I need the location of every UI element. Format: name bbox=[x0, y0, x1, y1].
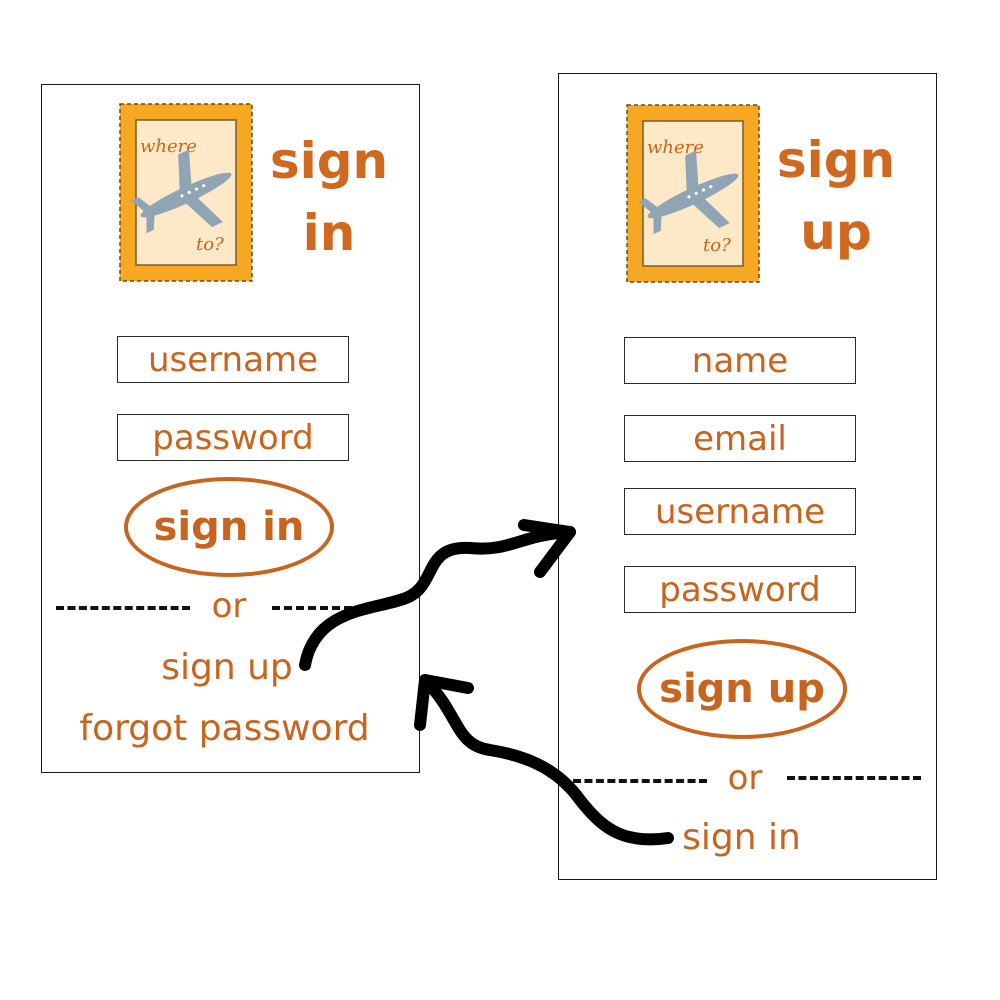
separator-or: or bbox=[727, 758, 763, 798]
page-title: sign up bbox=[776, 131, 896, 261]
postage-stamp-logo: where to? bbox=[626, 104, 760, 283]
signup-button[interactable]: sign up bbox=[637, 639, 847, 739]
signin-screen: where to? sign in username password sign… bbox=[41, 84, 420, 773]
airplane-icon bbox=[638, 150, 739, 235]
signin-link[interactable]: sign in bbox=[682, 817, 801, 858]
divider-right bbox=[272, 606, 352, 610]
postage-stamp-logo: where to? bbox=[119, 103, 253, 282]
signup-screen: where to? sign up name email username pa… bbox=[558, 73, 937, 880]
divider-left bbox=[573, 779, 707, 783]
divider-right bbox=[787, 776, 921, 780]
svg-text:to?: to? bbox=[703, 235, 731, 256]
separator-or: or bbox=[211, 586, 247, 626]
username-field[interactable]: username bbox=[624, 488, 856, 535]
forgot-password-link[interactable]: forgot password bbox=[79, 708, 370, 749]
svg-text:where: where bbox=[140, 136, 197, 157]
password-field[interactable]: password bbox=[624, 566, 856, 613]
signin-button[interactable]: sign in bbox=[124, 477, 334, 577]
airplane-icon bbox=[131, 149, 232, 234]
signup-link[interactable]: sign up bbox=[161, 647, 293, 688]
svg-text:to?: to? bbox=[196, 234, 224, 255]
email-field[interactable]: email bbox=[624, 415, 856, 462]
password-field[interactable]: password bbox=[117, 414, 349, 461]
page-title: sign in bbox=[269, 132, 389, 262]
divider-left bbox=[56, 606, 190, 610]
username-field[interactable]: username bbox=[117, 336, 349, 383]
name-field[interactable]: name bbox=[624, 337, 856, 384]
svg-text:where: where bbox=[647, 137, 704, 158]
